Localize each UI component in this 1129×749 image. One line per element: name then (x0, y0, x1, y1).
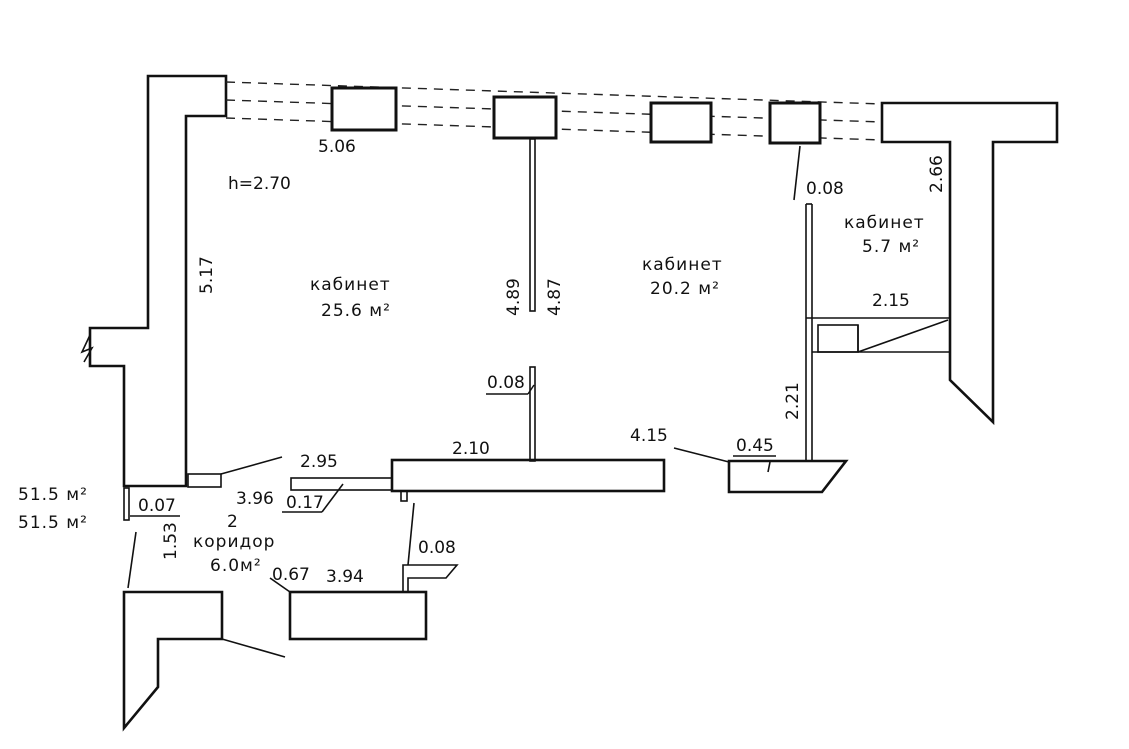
dim-0-45: 0.45 (736, 436, 774, 456)
room-area-cabinet-2: 20.2 м² (650, 279, 720, 299)
corridor-lower-wall (269, 502, 459, 641)
dim-2-95: 2.95 (300, 452, 338, 472)
dim-1-53: 1.53 (161, 522, 181, 560)
dim-4-89: 4.89 (504, 278, 524, 316)
room-name-cabinet-3: кабинет (844, 213, 925, 233)
room-area-cabinet-3: 5.7 м² (862, 237, 920, 257)
dimension-labels: 5.06 h=2.70 5.17 4.89 4.87 0.08 2.66 2.1… (130, 137, 947, 587)
dim-0-08-low: 0.08 (418, 538, 456, 558)
room-number-corridor: 2 (227, 512, 239, 532)
total-area-2: 51.5 м² (18, 513, 88, 533)
right-outer-wall (880, 101, 1059, 426)
room-area-corridor: 6.0м² (210, 556, 262, 576)
dim-0-08-mid: 0.08 (487, 373, 525, 393)
left-lower-wall (122, 487, 286, 732)
dim-5-17: 5.17 (197, 256, 217, 294)
dim-4-15: 4.15 (630, 426, 668, 446)
partition-middle (529, 138, 536, 462)
room-name-corridor: коридор (193, 532, 275, 552)
dim-5-06: 5.06 (318, 137, 356, 157)
dim-0-17: 0.17 (286, 493, 324, 513)
dim-2-15: 2.15 (872, 291, 910, 311)
dim-0-67: 0.67 (272, 565, 310, 585)
total-area-labels: 51.5 м² 51.5 м² (18, 485, 88, 533)
dim-3-94: 3.94 (326, 567, 364, 587)
corridor-upper-wall (187, 456, 666, 502)
window-piers (330, 86, 822, 145)
room-labels: кабинет 25.6 м² кабинет 20.2 м² кабинет … (193, 213, 925, 576)
dim-0-08-top: 0.08 (806, 179, 844, 199)
height-label: h=2.70 (228, 174, 291, 194)
dim-2-10: 2.10 (452, 439, 490, 459)
room-name-cabinet-1: кабинет (310, 275, 391, 295)
dim-0-07: 0.07 (138, 496, 176, 516)
left-outer-wall (80, 74, 228, 488)
partition-small-cabinet (793, 145, 951, 461)
room-area-cabinet-1: 25.6 м² (321, 301, 391, 321)
dim-4-87: 4.87 (545, 278, 565, 316)
total-area-1: 51.5 м² (18, 485, 88, 505)
right-bottom-pier (673, 447, 849, 494)
dim-2-21: 2.21 (783, 382, 803, 420)
room-name-cabinet-2: кабинет (642, 255, 723, 275)
dim-2-66: 2.66 (927, 155, 947, 193)
dim-3-96: 3.96 (236, 489, 274, 509)
